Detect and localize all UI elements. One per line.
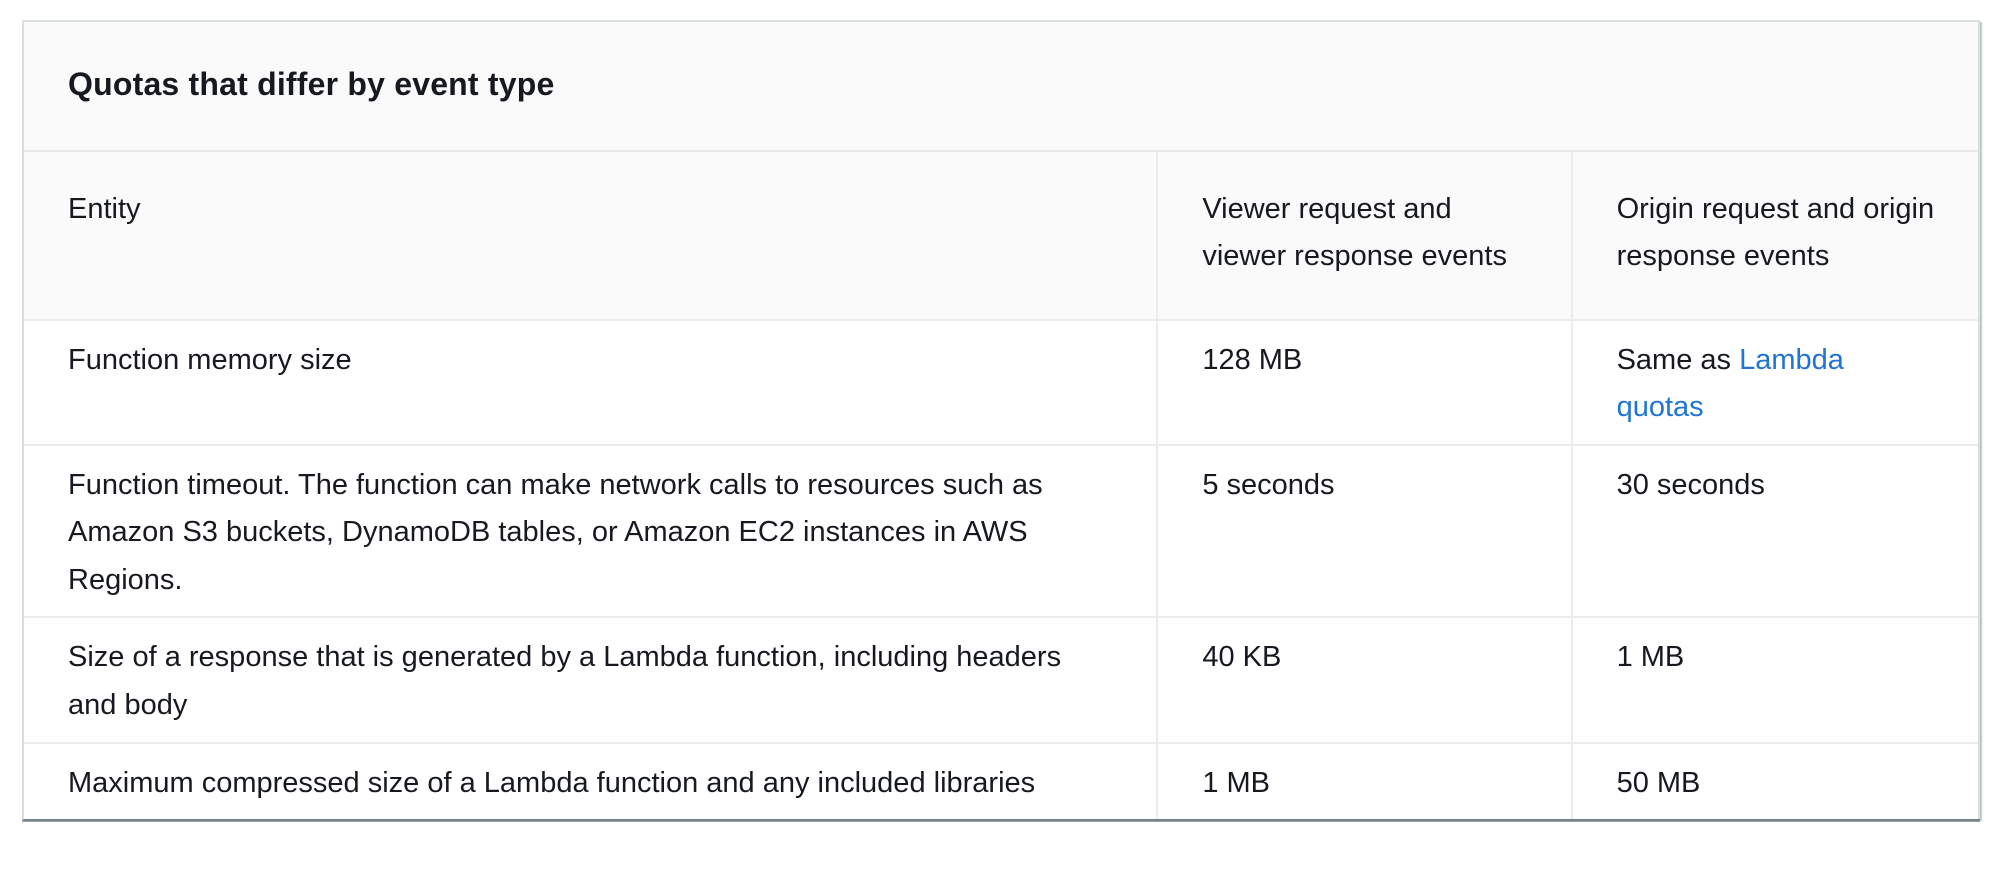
cell-entity: Size of a response that is generated by … bbox=[24, 616, 1158, 743]
cell-origin-value: 1 MB bbox=[1570, 616, 1978, 743]
table-row: Maximum compressed size of a Lambda func… bbox=[24, 741, 1978, 820]
column-header-viewer-events: Viewer request and viewer response event… bbox=[1156, 149, 1572, 320]
panel-title: Quotas that differ by event type bbox=[24, 22, 1978, 150]
column-header-entity: Entity bbox=[24, 149, 1158, 320]
table-header-row: Entity Viewer request and viewer respons… bbox=[24, 149, 1978, 320]
cell-entity: Function timeout. The function can make … bbox=[24, 443, 1158, 618]
origin-value-text: Same as bbox=[1616, 343, 1740, 376]
table-row: Function memory size 128 MB Same as Lamb… bbox=[24, 318, 1978, 445]
cell-origin-value: Same as Lambda quotas bbox=[1570, 318, 1978, 445]
table-row: Size of a response that is generated by … bbox=[24, 616, 1978, 743]
cell-viewer-value: 1 MB bbox=[1156, 741, 1572, 820]
cell-viewer-value: 40 KB bbox=[1156, 616, 1572, 743]
cell-viewer-value: 128 MB bbox=[1156, 318, 1572, 445]
lambda-quotas-link[interactable]: Lambda quotas bbox=[1616, 343, 1844, 424]
cell-entity: Function memory size bbox=[24, 318, 1158, 445]
cell-viewer-value: 5 seconds bbox=[1156, 443, 1572, 618]
table-row: Function timeout. The function can make … bbox=[24, 443, 1978, 618]
quotas-table: Entity Viewer request and viewer respons… bbox=[24, 149, 1978, 820]
cell-origin-value: 50 MB bbox=[1570, 741, 1978, 820]
quotas-table-panel: Quotas that differ by event type Entity … bbox=[22, 20, 1980, 820]
cell-entity: Maximum compressed size of a Lambda func… bbox=[24, 741, 1158, 820]
column-header-origin-events: Origin request and origin response event… bbox=[1570, 149, 1978, 320]
cell-origin-value: 30 seconds bbox=[1570, 443, 1978, 618]
